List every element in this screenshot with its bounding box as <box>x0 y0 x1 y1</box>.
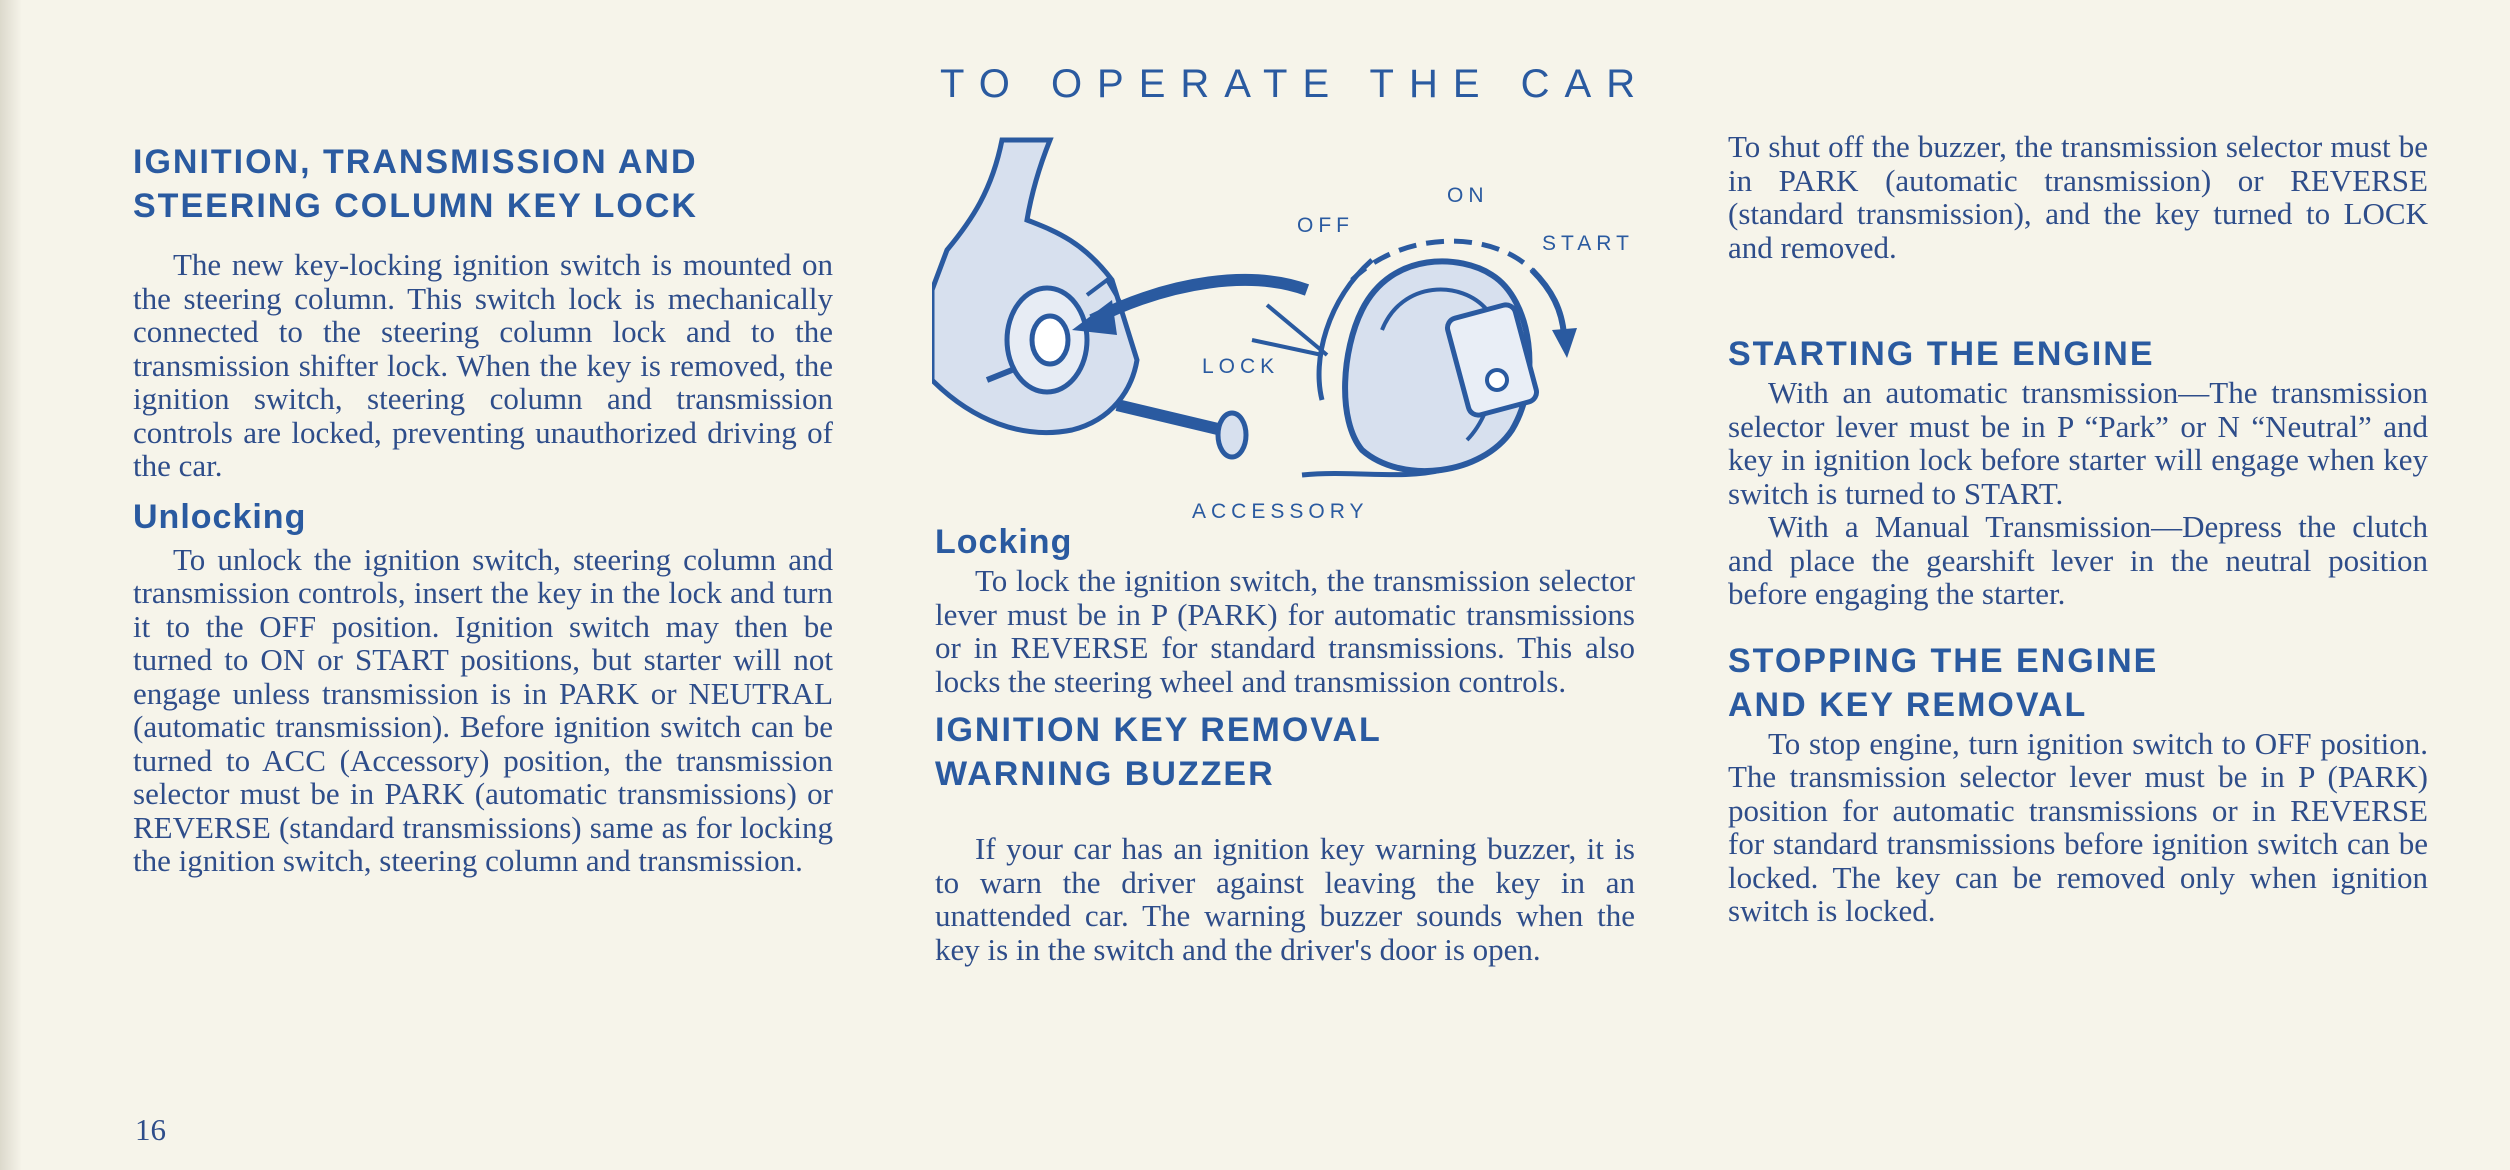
label-start: START <box>1542 232 1634 255</box>
heading-line: STOPPING THE ENGINE <box>1728 641 2159 680</box>
steering-column-illustration <box>932 137 1249 460</box>
heading-starting: STARTING THE ENGINE <box>1728 335 2155 373</box>
heading-buzzer: IGNITION KEY REMOVAL WARNING BUZZER <box>935 708 1635 796</box>
key-turn-arrow <box>1072 274 1310 335</box>
page-title: TO OPERATE THE CAR <box>940 62 1651 106</box>
starting-body-automatic: With an automatic transmission—The trans… <box>1728 375 2428 511</box>
heading-line: STEERING COLUMN KEY LOCK <box>133 187 698 225</box>
heading-line: IGNITION, TRANSMISSION AND <box>133 143 698 181</box>
label-lock: LOCK <box>1202 355 1279 378</box>
ignition-lock-body: The new key-locking ignition switch is m… <box>133 247 833 483</box>
heading-ignition-lock: IGNITION, TRANSMISSION AND STEERING COLU… <box>133 140 833 228</box>
locking-body: To lock the ignition switch, the transmi… <box>935 563 1635 699</box>
page-gutter <box>0 0 22 1170</box>
heading-unlocking: Unlocking <box>133 497 307 536</box>
column-middle: Locking To lock the ignition switch, the… <box>935 520 1635 966</box>
stopping-body: To stop engine, turn ignition switch to … <box>1728 725 2428 928</box>
heading-line: WARNING BUZZER <box>935 755 1275 793</box>
ignition-switch-closeup <box>1251 258 1540 478</box>
heading-line: IGNITION KEY REMOVAL <box>935 711 1382 749</box>
label-accessory: ACCESSORY <box>1192 500 1369 523</box>
heading-stopping: STOPPING THE ENGINE AND KEY REMOVAL <box>1728 639 2428 727</box>
unlocking-body: To unlock the ignition switch, steering … <box>133 541 833 878</box>
label-on: ON <box>1447 184 1489 207</box>
shutoff-body: To shut off the buzzer, the transmission… <box>1728 129 2428 265</box>
heading-locking: Locking <box>935 523 1073 561</box>
column-right: To shut off the buzzer, the transmission… <box>1728 130 2428 928</box>
label-off: OFF <box>1297 214 1354 237</box>
page-number: 16 <box>135 1112 166 1147</box>
column-left: IGNITION, TRANSMISSION AND STEERING COLU… <box>133 140 833 878</box>
position-arc <box>1350 238 1577 358</box>
starting-body-manual: With a Manual Transmission—Depress the c… <box>1728 509 2428 611</box>
buzzer-body: If your car has an ignition key warning … <box>935 831 1635 967</box>
ignition-switch-diagram: OFF ON START LOCK ACCESSORY <box>932 137 1634 523</box>
heading-line: AND KEY REMOVAL <box>1728 685 2088 724</box>
